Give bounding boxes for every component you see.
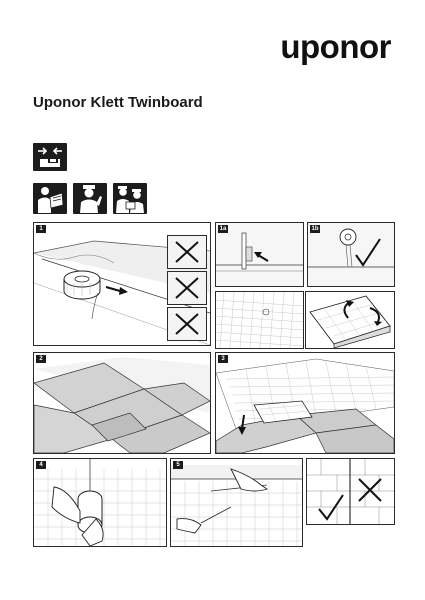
step-number: 2 xyxy=(36,355,46,363)
step-2-panel: 2 xyxy=(33,352,211,454)
person-reading-icon xyxy=(33,183,67,214)
two-persons-icon xyxy=(113,183,147,214)
wrong-example-3 xyxy=(167,307,207,341)
step-number: 1b xyxy=(310,225,320,233)
step-1b-panel: 1b xyxy=(307,222,395,287)
wrong-example-2 xyxy=(167,271,207,305)
correct-wrong-panel xyxy=(306,458,395,525)
document-title: Uponor Klett Twinboard xyxy=(33,94,203,111)
step-3-panel: 3 xyxy=(215,352,395,454)
step-1a-panel: 1a xyxy=(215,222,304,287)
step-number: 5 xyxy=(173,461,183,469)
uponor-logo: uponor xyxy=(280,28,391,65)
arrows-to-book-icon xyxy=(33,143,67,171)
wrong-example-1 xyxy=(167,235,207,269)
step-number: 4 xyxy=(36,461,46,469)
step-number: 1 xyxy=(36,225,46,233)
step-4-panel: 4 xyxy=(33,458,167,547)
step-number: 1a xyxy=(218,225,228,233)
grid-detail-panel xyxy=(215,291,304,349)
person-thinking-icon xyxy=(73,183,107,214)
step-1-panel: 1 xyxy=(33,222,211,346)
board-flip-panel xyxy=(305,291,395,349)
step-number: 3 xyxy=(218,355,228,363)
step-5-panel: 5 xyxy=(170,458,303,547)
